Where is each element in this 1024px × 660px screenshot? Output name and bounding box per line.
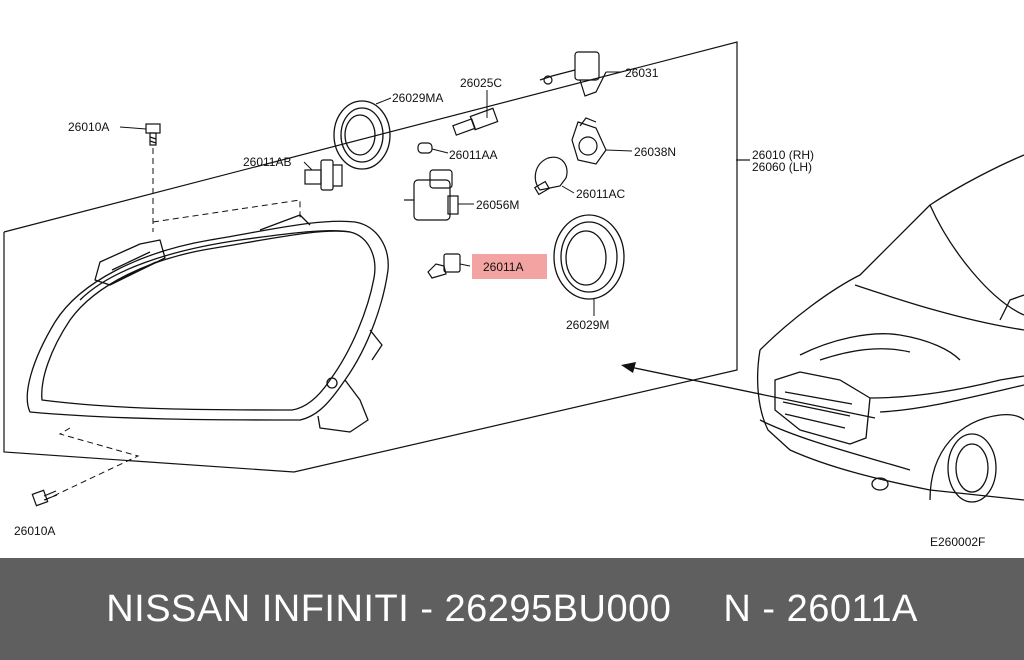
harness-icon-26031	[539, 51, 607, 97]
actuator-icon-26056M	[404, 169, 459, 221]
label-26031: 26031	[625, 66, 659, 80]
pointer-arrow	[621, 362, 876, 419]
label-26025C: 26025C	[460, 76, 502, 90]
label-26010A-bottom: 26010A	[14, 524, 55, 538]
label-26010-rh: 26010 (RH)	[752, 148, 814, 162]
label-26011AC: 26011AC	[576, 187, 625, 201]
parts-diagram: 26010A 26011AB 26029MA 26025C 26031 2601…	[3, 41, 1024, 549]
label-26060-lh: 26060 (LH)	[752, 160, 812, 174]
bulb-icon-26011AA	[417, 142, 433, 154]
dust-cover-26029MA	[333, 100, 391, 170]
bolt-icon-bottom	[31, 489, 58, 507]
bulb-icon-26025C	[452, 107, 499, 136]
dust-cover-26029M	[553, 214, 625, 300]
vehicle-front-drawing	[756, 154, 1024, 503]
diagram-code: E260002F	[930, 535, 985, 549]
label-26056M: 26056M	[476, 198, 519, 212]
footer-diagram-ref: N - 26011A	[723, 587, 918, 630]
leader-lines	[119, 71, 748, 316]
label-26011AB: 26011AB	[243, 155, 292, 169]
dashed-leaders	[44, 148, 301, 501]
bulb-icon-26011AC	[533, 156, 568, 196]
bulb-icon-26011AB	[304, 159, 343, 191]
label-26010A-top: 26010A	[68, 120, 109, 134]
socket-icon-26038N	[571, 117, 607, 165]
label-26011AA: 26011AA	[449, 148, 498, 162]
label-26029MA: 26029MA	[392, 91, 443, 105]
bulb-icon-26011A	[427, 253, 461, 279]
footer-bar: NISSAN INFINITI - 26295BU000 N - 26011A	[0, 558, 1024, 660]
label-26029M: 26029M	[566, 318, 609, 332]
label-26038N: 26038N	[634, 145, 676, 159]
headlamp-assembly-drawing	[26, 214, 389, 433]
label-26011A: 26011A	[483, 260, 523, 274]
footer-part-number: NISSAN INFINITI - 26295BU000	[106, 587, 672, 630]
bolt-icon-top	[145, 123, 161, 146]
highlight-26011A	[472, 254, 547, 279]
